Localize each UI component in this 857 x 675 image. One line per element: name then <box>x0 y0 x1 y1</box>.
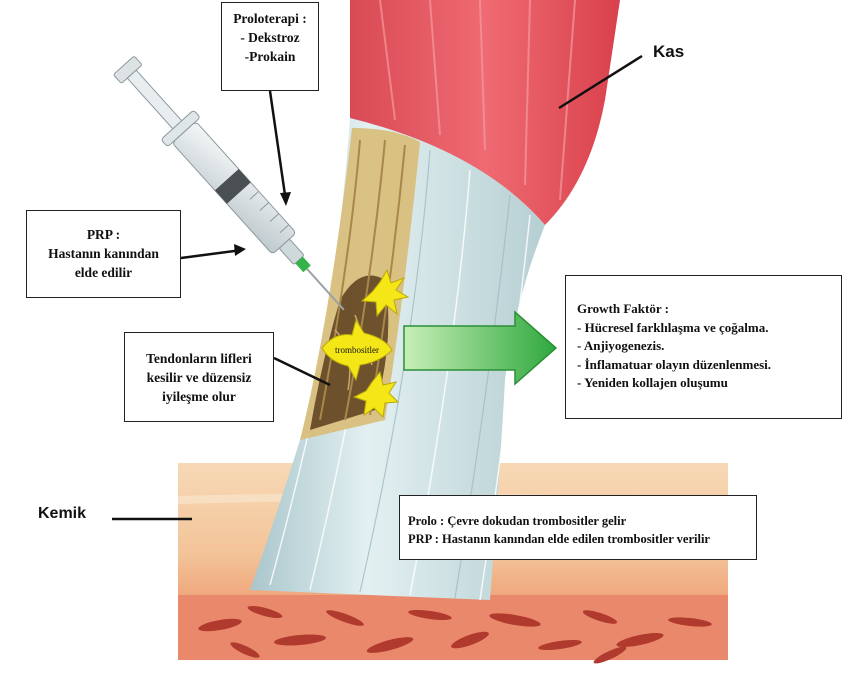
prp-line-3: elde edilir <box>74 265 133 280</box>
tendon-box: Tendonların lifleri kesilir ve düzensiz … <box>124 332 274 422</box>
growth-line-5: - Yeniden kollajen oluşumu <box>577 375 728 390</box>
prp-box: PRP : Hastanın kanından elde edilir <box>26 210 181 298</box>
proloterapi-box: Proloterapi : - Dekstroz -Prokain <box>221 2 319 91</box>
platelet-cluster <box>321 268 410 419</box>
growth-factor-arrow <box>403 310 558 386</box>
proloterapi-line-3: -Prokain <box>244 49 296 64</box>
proloterapi-line-2: - Dekstroz <box>240 30 300 45</box>
connector-lines <box>112 54 643 521</box>
source-line-2: PRP : Hastanın kanından elde edilen trom… <box>408 532 710 546</box>
tendon-line-3: iyileşme olur <box>162 389 236 404</box>
syringe <box>113 56 345 311</box>
label-kas: Kas <box>653 42 685 61</box>
growth-line-1: Growth Faktör : <box>577 301 669 316</box>
growth-line-3: - Anjiyogenezis. <box>577 338 665 353</box>
source-line-1: Prolo : Çevre dokudan trombositler gelir <box>408 514 627 528</box>
tendon-line-1: Tendonların lifleri <box>146 351 252 366</box>
prp-line-1: PRP : <box>86 227 121 242</box>
bone-marrow <box>198 605 712 664</box>
label-kemik: Kemik <box>38 505 87 522</box>
proloterapi-line-1: Proloterapi : <box>233 11 307 26</box>
platelet-label: trombositler <box>335 345 379 355</box>
muscle <box>350 0 620 225</box>
source-box: Prolo : Çevre dokudan trombositler gelir… <box>399 495 757 560</box>
growth-factor-box: Growth Faktör : - Hücresel farklılaşma v… <box>565 275 842 419</box>
tendon-line-2: kesilir ve düzensiz <box>146 370 252 385</box>
arrowheads <box>234 192 291 256</box>
growth-line-2: - Hücresel farklılaşma ve çoğalma. <box>577 319 769 335</box>
growth-line-4: - İnflamatuar olayın düzenlenmesi. <box>577 356 772 372</box>
prp-line-2: Hastanın kanından <box>48 246 159 261</box>
